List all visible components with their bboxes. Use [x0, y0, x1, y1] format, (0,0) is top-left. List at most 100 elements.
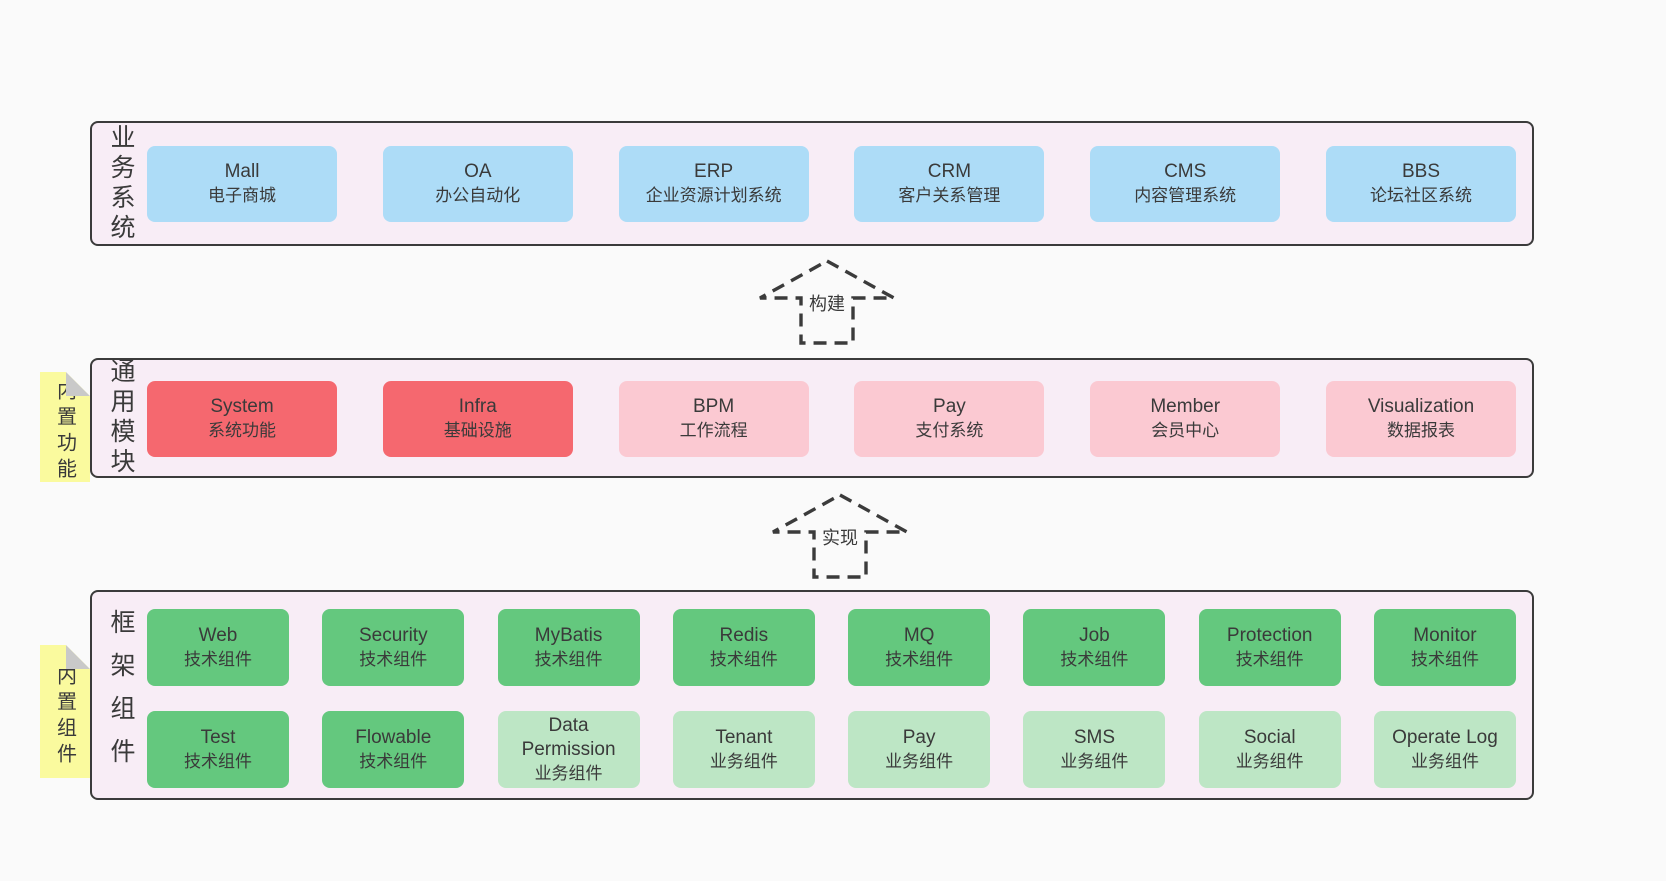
band-label-business-systems: 业务系统 [107, 123, 135, 244]
box-cms: CMS 内容管理系统 [1090, 146, 1281, 222]
box-subtitle: 业务组件 [709, 751, 778, 771]
box-subtitle: 技术组件 [534, 649, 603, 669]
box-subtitle: 客户关系管理 [898, 186, 1001, 205]
box-subtitle: 业务组件 [1060, 751, 1129, 771]
box-data-permission: Data Permission 业务组件 [497, 711, 640, 788]
box-web: Web 技术组件 [147, 609, 289, 686]
common-modules-row: System 系统功能 Infra 基础设施 BPM 工作流程 Pay 支付系统… [147, 381, 1516, 457]
band-framework-components: 框架组件 Web 技术组件 Security 技术组件 MyBatis 技术组件… [90, 590, 1534, 800]
box-title: Tenant [715, 726, 773, 748]
box-title: Redis [719, 624, 769, 646]
box-crm: CRM 客户关系管理 [854, 146, 1045, 222]
box-system: System 系统功能 [147, 381, 337, 457]
box-title: Test [200, 726, 236, 748]
box-test: Test 技术组件 [147, 711, 289, 788]
box-pay-system: Pay 支付系统 [854, 381, 1045, 457]
box-infra: Infra 基础设施 [382, 381, 573, 457]
box-title: SMS [1073, 726, 1115, 748]
box-bpm: BPM 工作流程 [618, 381, 809, 457]
box-subtitle: 业务组件 [534, 763, 603, 783]
band-common-modules: 通用模块 System 系统功能 Infra 基础设施 BPM 工作流程 Pay… [90, 358, 1534, 478]
sticky-note-text: 内置组件 [53, 664, 76, 769]
sticky-note-text: 内置功能 [53, 380, 76, 484]
box-title: Social [1243, 726, 1296, 748]
box-security: Security 技术组件 [322, 609, 465, 686]
box-title: Data Permission [521, 714, 616, 760]
box-subtitle: 企业资源计划系统 [645, 186, 782, 205]
box-title: Flowable [355, 726, 432, 748]
box-title: CMS [1164, 161, 1207, 182]
box-subtitle: 技术组件 [709, 649, 778, 669]
box-title: CRM [927, 161, 972, 182]
box-subtitle: 会员中心 [1151, 421, 1220, 440]
box-bbs: BBS 论坛社区系统 [1325, 146, 1516, 222]
box-title: Pay [933, 396, 966, 417]
arrow-build-label: 构建 [806, 290, 848, 316]
box-redis: Redis 技术组件 [672, 609, 815, 686]
box-social: Social 业务组件 [1198, 711, 1341, 788]
box-operate-log: Operate Log 业务组件 [1373, 711, 1516, 788]
box-title: Pay [902, 726, 936, 748]
box-subtitle: 技术组件 [359, 751, 428, 771]
box-title: Job [1079, 624, 1110, 646]
box-subtitle: 基础设施 [443, 421, 512, 440]
box-flowable: Flowable 技术组件 [322, 711, 465, 788]
box-title: BPM [693, 396, 735, 417]
sticky-note-built-in-features: 内置功能 [40, 372, 90, 482]
box-title: Infra [458, 396, 497, 417]
box-subtitle: 业务组件 [885, 751, 954, 771]
box-subtitle: 业务组件 [1410, 751, 1479, 771]
box-oa: OA 办公自动化 [382, 146, 573, 222]
box-subtitle: 技术组件 [359, 649, 428, 669]
box-mall: Mall 电子商城 [147, 146, 337, 222]
framework-components-row-2: Test 技术组件 Flowable 技术组件 Data Permission … [147, 711, 1516, 788]
box-title: Mall [224, 161, 260, 182]
box-subtitle: 工作流程 [679, 421, 748, 440]
box-title: BBS [1401, 161, 1440, 182]
box-title: Protection [1226, 624, 1313, 646]
box-sms: SMS 业务组件 [1023, 711, 1166, 788]
box-subtitle: 论坛社区系统 [1369, 186, 1472, 205]
box-title: Operate Log [1392, 726, 1498, 748]
band-business-systems: 业务系统 Mall 电子商城 OA 办公自动化 ERP 企业资源计划系统 CRM… [90, 121, 1534, 246]
box-job: Job 技术组件 [1023, 609, 1166, 686]
box-subtitle: 系统功能 [208, 421, 276, 440]
box-subtitle: 业务组件 [1235, 751, 1304, 771]
box-subtitle: 支付系统 [915, 421, 984, 440]
box-subtitle: 技术组件 [1235, 649, 1304, 669]
band-label-framework-components: 框架组件 [107, 609, 135, 781]
box-subtitle: 技术组件 [184, 649, 252, 669]
box-tenant: Tenant 业务组件 [672, 711, 815, 788]
box-subtitle: 技术组件 [184, 751, 252, 771]
box-title: MQ [903, 624, 935, 646]
box-subtitle: 技术组件 [1060, 649, 1129, 669]
box-title: MyBatis [534, 624, 603, 646]
box-subtitle: 技术组件 [885, 649, 954, 669]
box-title: ERP [694, 161, 734, 182]
box-title: Monitor [1413, 624, 1477, 646]
box-title: System [210, 396, 274, 417]
box-title: Visualization [1367, 396, 1475, 417]
box-pay-component: Pay 业务组件 [848, 711, 991, 788]
box-subtitle: 电子商城 [208, 186, 276, 205]
sticky-note-built-in-components: 内置组件 [40, 645, 90, 778]
box-subtitle: 办公自动化 [435, 186, 521, 205]
box-subtitle: 内容管理系统 [1134, 186, 1237, 205]
box-title: OA [464, 161, 492, 182]
box-mq: MQ 技术组件 [848, 609, 991, 686]
box-monitor: Monitor 技术组件 [1373, 609, 1516, 686]
business-systems-row: Mall 电子商城 OA 办公自动化 ERP 企业资源计划系统 CRM 客户关系… [147, 146, 1516, 222]
box-title: Security [358, 624, 428, 646]
band-label-common-modules: 通用模块 [107, 358, 135, 478]
arrow-implement-label: 实现 [819, 524, 861, 550]
arrow-build: 构建 [757, 258, 897, 346]
box-member: Member 会员中心 [1090, 381, 1281, 457]
box-erp: ERP 企业资源计划系统 [618, 146, 809, 222]
box-mybatis: MyBatis 技术组件 [497, 609, 640, 686]
box-title: Web [198, 624, 238, 646]
box-subtitle: 技术组件 [1410, 649, 1479, 669]
box-visualization: Visualization 数据报表 [1325, 381, 1516, 457]
arrow-implement: 实现 [770, 492, 910, 580]
box-title: Member [1150, 396, 1221, 417]
